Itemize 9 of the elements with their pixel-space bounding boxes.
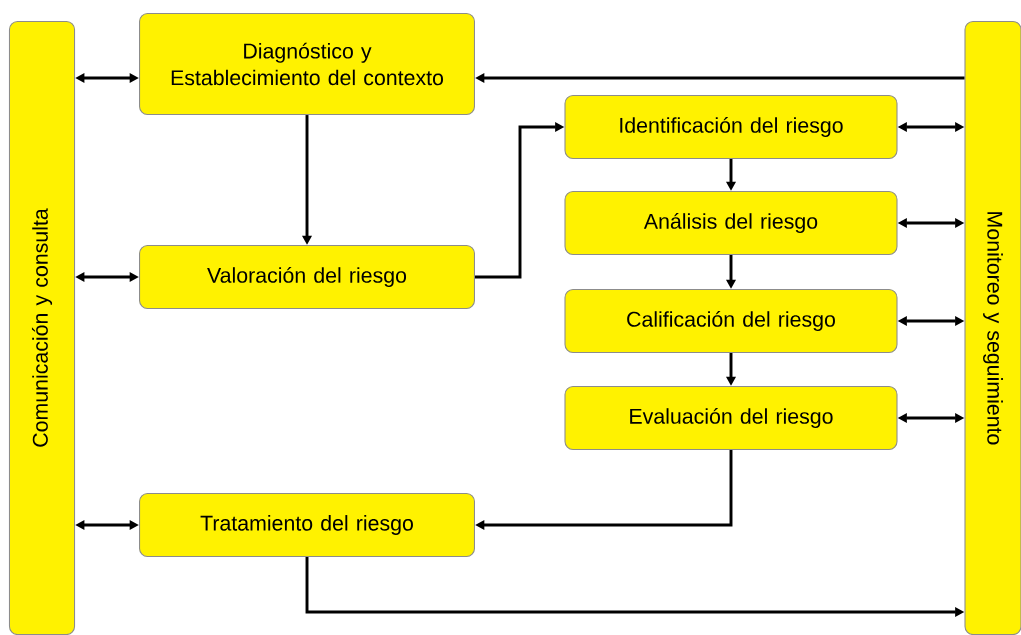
process-box: Valoración del riesgo xyxy=(139,245,475,309)
process-box: Identificación del riesgo xyxy=(564,95,898,159)
process-box: Diagnóstico y Establecimiento del contexto xyxy=(139,12,475,116)
process-box: Calificación del riesgo xyxy=(564,289,898,353)
process-box: Tratamiento del riesgo xyxy=(139,493,475,557)
process-box: Evaluación del riesgo xyxy=(564,386,898,450)
side-bar: Monitoreo y seguimiento xyxy=(964,20,1021,635)
process-box: Análisis del riesgo xyxy=(564,191,898,255)
side-bar: Comunicación y consulta xyxy=(8,20,76,635)
